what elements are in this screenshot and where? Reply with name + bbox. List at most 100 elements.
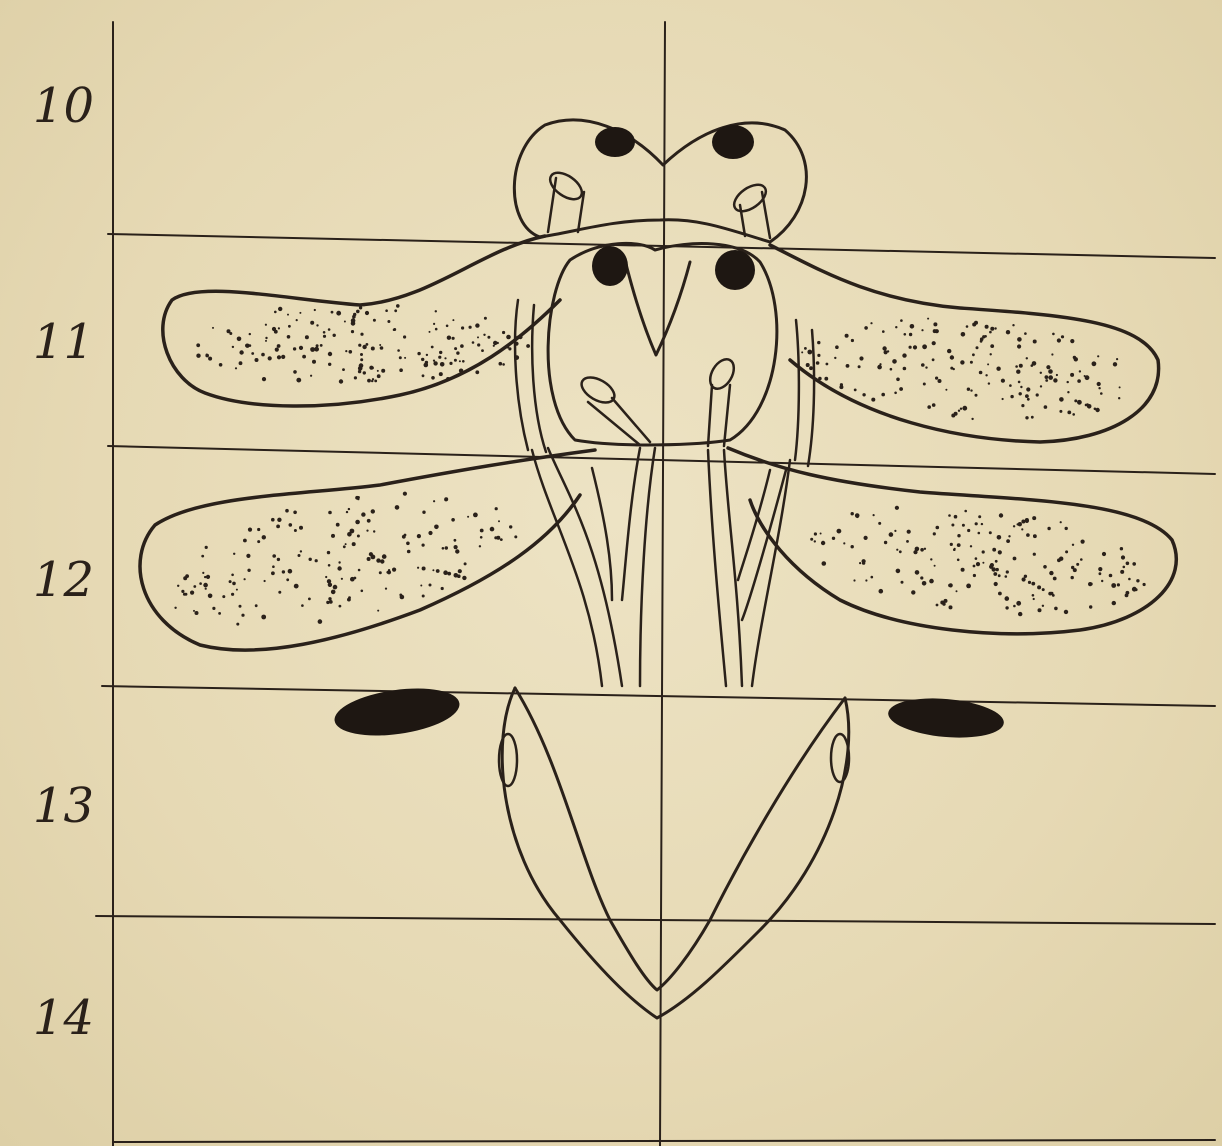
stipple-dot [265, 324, 267, 326]
stipple-dot [366, 530, 368, 532]
stipple-dot [417, 567, 419, 569]
stipple-dot [976, 346, 979, 349]
stipple-dot [1046, 365, 1050, 369]
stipple-dot [1120, 547, 1123, 550]
stipple-dot [451, 518, 455, 522]
stipple-dot [377, 370, 379, 372]
stipple-dot [203, 583, 208, 588]
stipple-dot [895, 506, 899, 510]
stipple-dot [887, 350, 889, 352]
stipple-dot [895, 326, 897, 328]
stipple-dot [1117, 583, 1120, 586]
stipple-dot [960, 408, 962, 410]
stipple-dot [1119, 386, 1121, 388]
stipple-dot [1017, 523, 1019, 525]
stipple-dot [385, 309, 388, 312]
stipple-dot [363, 371, 366, 374]
stipple-dot [1125, 594, 1129, 598]
stipple-dot [241, 614, 244, 617]
stipple-dot [328, 597, 331, 600]
stipple-dot [1059, 557, 1063, 561]
stipple-dot [361, 512, 365, 516]
stipple-dot [294, 584, 299, 589]
stipple-dot [961, 332, 966, 337]
stipple-dot [1033, 535, 1036, 538]
stipple-dot [947, 349, 951, 353]
stipple-dot [1019, 392, 1022, 395]
stipple-dot [817, 354, 820, 357]
stipple-dot [1006, 539, 1010, 543]
stipple-dot [484, 317, 487, 320]
stipple-dot [308, 598, 311, 601]
stipple-dot [377, 610, 379, 612]
stipple-dot [994, 327, 996, 329]
stipple-dot [1087, 404, 1092, 409]
stipple-dot [995, 560, 998, 563]
stipple-dot [896, 549, 898, 551]
stipple-dot [264, 580, 266, 582]
stipple-dot [293, 347, 296, 350]
stipple-dot [439, 351, 442, 354]
stipple-dot [365, 311, 369, 315]
stipple-dot [938, 379, 942, 383]
stipple-dot [469, 326, 472, 329]
stipple-dot [1090, 582, 1093, 585]
stipple-dot [196, 354, 200, 358]
grid-bottom-border [113, 1140, 1215, 1142]
stipple-dot [1017, 344, 1021, 348]
stipple-dot [1064, 610, 1068, 614]
stipple-dot [1045, 375, 1049, 379]
stipple-dot [493, 345, 495, 347]
stipple-dot [1060, 521, 1062, 523]
stipple-dot [970, 389, 972, 391]
stipple-dot [344, 321, 346, 323]
stipple-dot [255, 604, 258, 607]
wing-12-right [728, 448, 1176, 634]
grid-line-10-11 [108, 234, 1215, 258]
stipple-dot [403, 492, 407, 496]
stipple-dot [970, 545, 972, 547]
stipple-dot [257, 540, 260, 543]
segment-11-notch [625, 260, 690, 355]
stipple-dot [807, 350, 812, 355]
stipple-dot [985, 374, 987, 376]
stipple-dot [449, 362, 452, 365]
stipple-dot [431, 376, 435, 380]
stipple-dot [396, 304, 400, 308]
stipple-dot [393, 328, 396, 331]
stipple-dot [387, 570, 391, 574]
stipple-dot [403, 335, 406, 338]
stipple-dot [229, 580, 232, 583]
stipple-dot [394, 309, 397, 312]
stipple-dot [954, 515, 958, 519]
stipple-dot [310, 375, 312, 377]
stipple-dot [1135, 588, 1138, 591]
stipple-dot [262, 535, 266, 539]
stipple-dot [428, 531, 432, 535]
stipple-dot [975, 557, 978, 560]
stipple-dot [994, 582, 998, 586]
stipple-dot [467, 516, 469, 518]
stipple-dot [355, 520, 360, 525]
stipple-dot [1027, 398, 1030, 401]
stipple-dot [205, 588, 207, 590]
stipple-dot [900, 319, 903, 322]
stipple-dot [1025, 416, 1028, 419]
stipple-dot [879, 589, 884, 594]
stipple-dot [452, 337, 455, 340]
stipple-dot [472, 341, 475, 344]
stipple-dot [439, 372, 443, 376]
stipple-dot [328, 328, 331, 331]
stipple-dot [277, 558, 280, 561]
stipple-dot [433, 323, 435, 325]
stipple-dot [936, 526, 940, 530]
stipple-dot [960, 360, 964, 364]
stipple-dot [834, 357, 836, 359]
stipple-dot [276, 525, 280, 529]
stipple-dot [1048, 375, 1053, 380]
stipple-dot [882, 346, 886, 350]
stipple-dot [1028, 581, 1031, 584]
stipple-dot [274, 311, 277, 314]
stipple-dot [277, 355, 281, 359]
stipple-dot [481, 349, 484, 352]
